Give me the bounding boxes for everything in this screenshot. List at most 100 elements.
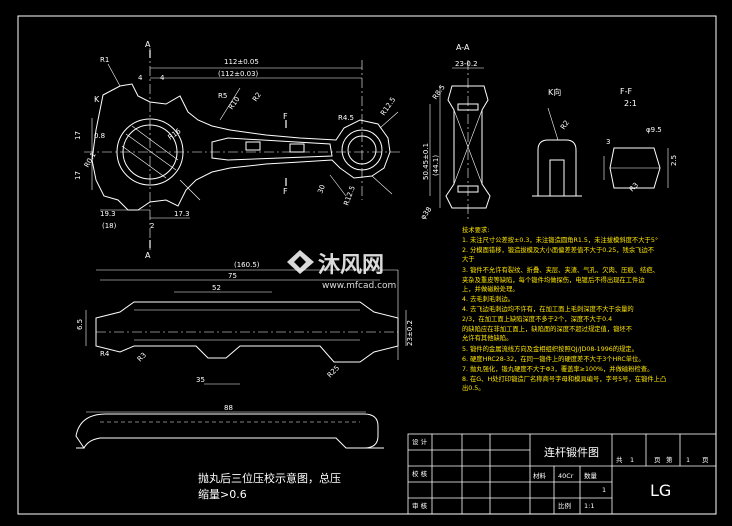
tech-line: 1. 未注尺寸公差按±0.3，未注锻造圆角R1.5，未注拔模斜度不大于5° xyxy=(462,235,658,244)
title-block xyxy=(407,433,717,515)
dim-17-3: 17.3 xyxy=(174,210,190,218)
dim-r1: R1 xyxy=(100,56,109,64)
press-note-line1: 抛丸后三位压校示意图，总压 xyxy=(198,471,341,485)
tech-line: 4. 去毛刺毛刺边。 xyxy=(462,294,514,303)
dim-0-8: 0.8 xyxy=(94,132,105,140)
tech-line: 3. 锻件不允许有裂纹、折叠、夹层、夹渣、气孔、欠肉、压痕、结疤、 xyxy=(462,265,659,274)
dim-r01: R0.1 xyxy=(83,151,98,169)
section-f-top-label: F xyxy=(283,112,288,121)
tech-heading: 技术要求: xyxy=(462,225,489,234)
dim-19-3: 19.3 xyxy=(100,210,116,218)
section-ff-title: F-F xyxy=(620,87,632,96)
front-view xyxy=(91,83,391,211)
dim-r2: R2 xyxy=(251,91,263,103)
front-view-dimlines xyxy=(91,63,399,219)
sheet-no-value: 1 xyxy=(686,456,690,464)
sheet-total-count: 1 xyxy=(630,456,634,464)
tech-line: 出0.5。 xyxy=(462,383,485,392)
drawing-code: LG xyxy=(650,481,671,500)
tech-line: 7. 抛丸强化，锻丸硬度不大于Φ3，覆盖率≥100%，并做磁粉检查。 xyxy=(462,364,653,373)
drawing-name: 连杆锻件图 xyxy=(544,445,599,459)
watermark-url: www.mfcad.com xyxy=(322,281,396,291)
dim-6-5: 6.5 xyxy=(76,319,84,330)
section-aa-title: A-A xyxy=(456,43,470,52)
sheet-border xyxy=(17,15,717,515)
dim-center-distance: 112±0.05 xyxy=(224,58,259,66)
material-label: 材料 xyxy=(533,471,547,480)
scale-value: 1:1 xyxy=(584,502,594,510)
tech-line: 上，并做磁粉处理。 xyxy=(462,284,519,293)
watermark: 沐风网 www.mfcad.com xyxy=(287,250,396,291)
side-view xyxy=(85,269,407,385)
dim-ff-3: 3 xyxy=(606,138,610,146)
qty-label: 数量 xyxy=(584,471,598,480)
front-view-centerlines xyxy=(84,48,400,250)
sheet-unit-label: 页 xyxy=(654,456,661,464)
tech-line: 8. 在G、H处打印锻造厂名称商号字母和模具编号，字号5号，在锻件上凸 xyxy=(462,374,666,383)
tech-line: 大于 xyxy=(462,254,475,263)
dim-2: 2 xyxy=(150,222,154,230)
detail-k-view xyxy=(532,107,582,197)
section-ff-scale: 2:1 xyxy=(624,99,637,108)
sheet-unit-label-2: 页 xyxy=(702,456,709,464)
qty-value: 1 xyxy=(602,486,606,494)
section-f-bottom-label: F xyxy=(283,187,288,196)
dim-aa-height-ref: (44.1) xyxy=(432,155,440,176)
dim-r4: R4 xyxy=(100,350,110,358)
view-k-label: K xyxy=(94,95,100,104)
dim-75: 75 xyxy=(228,272,237,280)
dim-aa-r85: R8.5 xyxy=(431,83,447,101)
checker-label: 校 核 xyxy=(412,469,428,478)
material-value: 40Cr xyxy=(558,472,574,480)
dim-4b: 4 xyxy=(160,74,165,82)
tech-line: 夹杂及重皮等缺陷，每个锻件均做探伤，电镀后不得出现在工件边 xyxy=(462,275,645,284)
dim-r3: R3 xyxy=(136,351,148,363)
dim-r125-top: R12.5 xyxy=(379,96,397,117)
tech-line: 2/3，在加工面上缺陷深度不多于2个，深度不大于0.4 xyxy=(462,314,612,323)
dim-35: 35 xyxy=(196,376,205,384)
dim-r45: R4.5 xyxy=(338,114,354,122)
tech-line: 6. 硬度HRC28-32，在同一锻件上的硬度差不大于3个HRC单位。 xyxy=(462,354,645,363)
tech-line: 2. 分模面错移，锻造拔模及大小面偏差差值不大于0.25，残余飞边不 xyxy=(462,245,655,254)
dim-ff-r3: R3 xyxy=(628,181,640,193)
section-a-bottom-label: A xyxy=(145,251,151,260)
tech-line: 允许有其他缺陷。 xyxy=(462,333,512,342)
dim-r10: R10 xyxy=(227,95,241,111)
dim-23: 23±0.2 xyxy=(406,320,414,346)
dim-total-length: (160.5) xyxy=(234,261,260,269)
press-note-line2: 缩量>0.6 xyxy=(198,488,247,501)
designer-label: 设 计 xyxy=(412,437,428,446)
dim-aa-top: 23-0.2 xyxy=(455,60,478,68)
dim-aa-height: 50.45±0.1 xyxy=(422,143,430,180)
dim-30: 30 xyxy=(316,184,327,195)
dim-4a: 4 xyxy=(138,74,143,82)
dim-r5: R5 xyxy=(218,92,227,100)
dim-r125-bottom: R12.5 xyxy=(342,185,357,207)
section-markers xyxy=(149,50,287,248)
dim-88: 88 xyxy=(224,404,233,412)
section-ff-view xyxy=(603,147,669,189)
dim-52: 52 xyxy=(212,284,221,292)
section-a-top-label: A xyxy=(145,40,151,49)
tech-line: 5. 锻件的金属流线方向及金相组织按照QJ/JD08-1996的规定。 xyxy=(462,344,638,353)
dim-18: (18) xyxy=(102,222,117,230)
watermark-logo-icon xyxy=(287,250,314,274)
sheet-total-label: 共 xyxy=(616,455,623,464)
dim-17b: 17 xyxy=(74,171,82,180)
dim-ff-phi: φ9.5 xyxy=(646,126,662,134)
tech-line: 的缺陷应在非加工面上，缺陷面的深度不超过规定值，锻坯不 xyxy=(462,324,633,333)
dim-17: 17 xyxy=(74,131,82,140)
dim-r25: R25 xyxy=(326,364,341,379)
review-label: 审 核 xyxy=(412,501,428,510)
tech-requirements: 技术要求: 1. 未注尺寸公差按±0.3，未注锻造圆角R1.5，未注拔模斜度不大… xyxy=(462,225,666,392)
dim-aa-phi: φ38 xyxy=(419,205,433,221)
detail-k-title: K向 xyxy=(548,87,561,97)
watermark-brand: 沐风网 xyxy=(318,253,384,278)
tech-line: 4. 去飞边毛刺边均不许有，在加工面上毛刺深度不大于余量的 xyxy=(462,304,634,313)
dim-ff-2-5: 2.5 xyxy=(670,155,678,166)
press-correction-view xyxy=(75,411,384,449)
sheet-no-label: 第 xyxy=(666,455,673,464)
dim-k-r: R2 xyxy=(559,119,571,131)
scale-label: 比例 xyxy=(558,501,571,510)
